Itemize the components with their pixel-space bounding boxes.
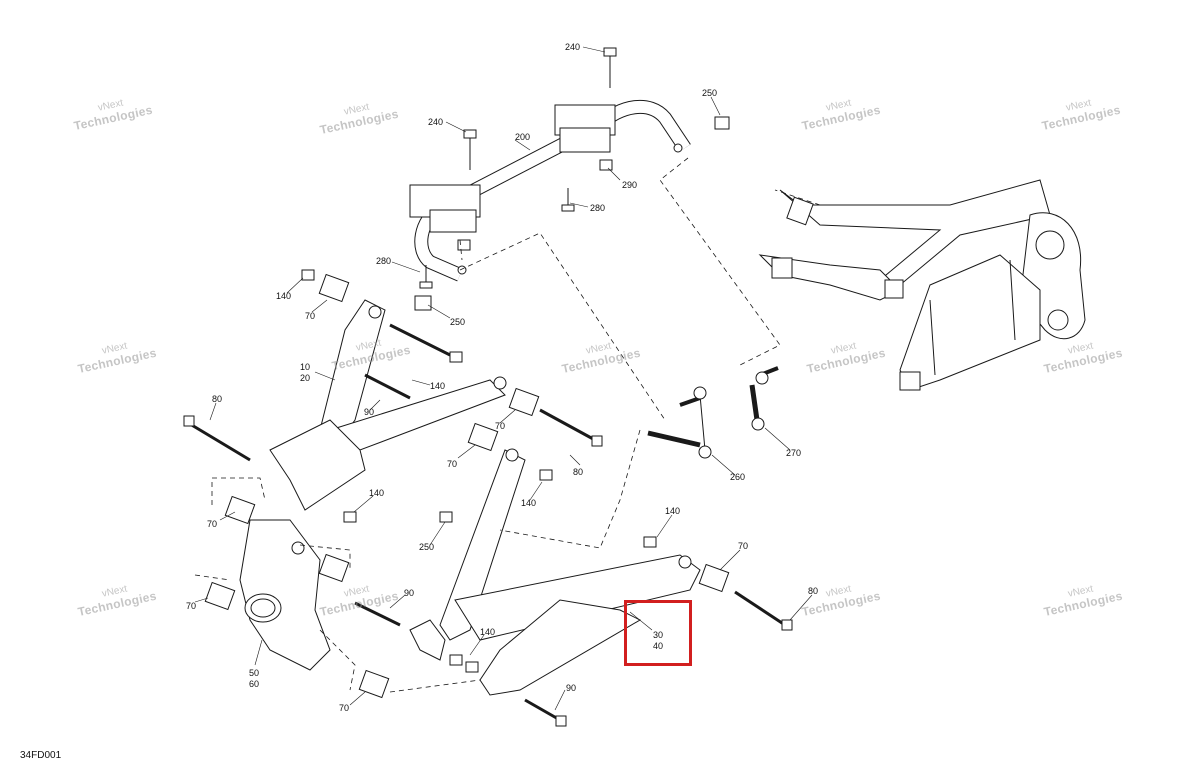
part-label-270[interactable]: 270 <box>786 448 802 458</box>
part-label-140[interactable]: 140 <box>665 506 681 516</box>
part-label-280[interactable]: 280 <box>376 256 392 266</box>
bushings <box>204 273 730 699</box>
part-label-200[interactable]: 200 <box>515 132 531 142</box>
part-label-10[interactable]: 10 <box>300 362 311 372</box>
part-label-90[interactable]: 90 <box>404 588 415 598</box>
part-label-250[interactable]: 250 <box>450 317 466 327</box>
upper-a-arm <box>269 299 507 511</box>
part-label-140[interactable]: 140 <box>369 488 385 498</box>
part-label-140[interactable]: 140 <box>480 627 496 637</box>
part-label-140[interactable]: 140 <box>276 291 292 301</box>
part-label-80[interactable]: 80 <box>573 467 584 477</box>
part-label-70[interactable]: 70 <box>447 459 458 469</box>
stabilizer-links <box>647 366 779 459</box>
part-label-60[interactable]: 60 <box>249 679 260 689</box>
right-assembly <box>758 179 1086 391</box>
highlight-box[interactable] <box>624 600 692 666</box>
part-label-80[interactable]: 80 <box>212 394 223 404</box>
part-label-70[interactable]: 70 <box>207 519 218 529</box>
part-label-70[interactable]: 70 <box>186 601 197 611</box>
part-label-90[interactable]: 90 <box>364 407 375 417</box>
part-label-240[interactable]: 240 <box>565 42 581 52</box>
part-label-70[interactable]: 70 <box>339 703 350 713</box>
long-bolts <box>183 323 793 727</box>
part-label-50[interactable]: 50 <box>249 668 260 678</box>
part-label-250[interactable]: 250 <box>702 88 718 98</box>
stabilizer-bar <box>409 99 691 282</box>
part-label-70[interactable]: 70 <box>738 541 749 551</box>
part-label-90[interactable]: 90 <box>566 683 577 693</box>
part-label-70[interactable]: 70 <box>495 421 506 431</box>
diagram-code: 34FD001 <box>20 750 62 761</box>
part-label-140[interactable]: 140 <box>521 498 537 508</box>
part-label-290[interactable]: 290 <box>622 180 638 190</box>
part-label-240[interactable]: 240 <box>428 117 444 127</box>
part-label-30[interactable]: 30 <box>653 630 664 640</box>
nuts <box>301 269 657 673</box>
part-label-280[interactable]: 280 <box>590 203 606 213</box>
part-label-80[interactable]: 80 <box>808 586 819 596</box>
part-label-70[interactable]: 70 <box>305 311 316 321</box>
part-label-20[interactable]: 20 <box>300 373 311 383</box>
bolts <box>414 47 730 311</box>
lower-a-arm <box>409 448 701 696</box>
part-label-260[interactable]: 260 <box>730 472 746 482</box>
leader-lines <box>194 46 813 711</box>
part-label-140[interactable]: 140 <box>430 381 446 391</box>
assembly-lines <box>194 157 821 693</box>
knuckle <box>239 519 331 671</box>
part-label-40[interactable]: 40 <box>653 641 664 651</box>
part-label-250[interactable]: 250 <box>419 542 435 552</box>
